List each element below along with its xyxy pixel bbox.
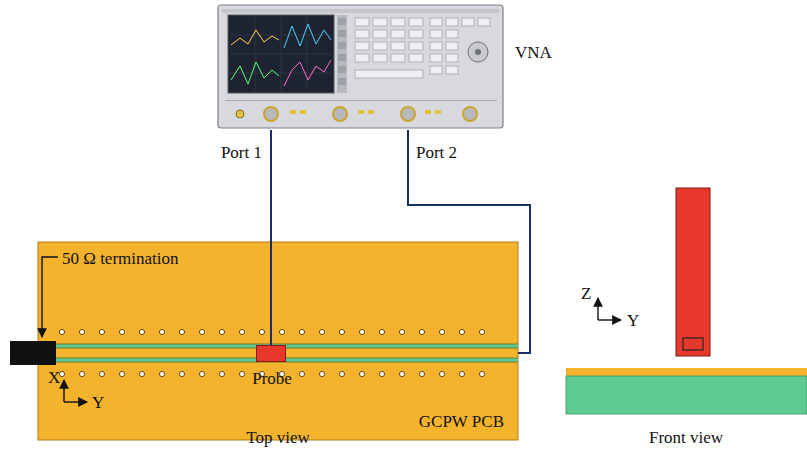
node-label: VNA	[515, 43, 552, 63]
view-caption: Top view	[246, 428, 310, 448]
instrument-vna: VNA	[215, 3, 505, 130]
front-view-illustration	[566, 188, 807, 414]
node-label: Probe	[252, 369, 292, 389]
axis-label: Z	[581, 284, 591, 304]
coax-cable	[408, 130, 530, 353]
gcpw-board-top	[38, 242, 518, 440]
port-label: Port 2	[416, 143, 457, 163]
axis-arrows	[64, 298, 621, 402]
axis-label: Y	[627, 311, 639, 331]
view-caption: Front view	[649, 428, 723, 448]
pcb-board: GCPW PCB Probe	[38, 242, 518, 440]
leader-arrow	[42, 257, 58, 337]
termination-load: 50 Ω termination	[10, 341, 56, 365]
vna-illustration	[218, 5, 503, 128]
node-label: GCPW PCB	[419, 412, 504, 432]
node-label: 50 Ω termination	[62, 249, 179, 269]
axis-label: Y	[92, 393, 104, 413]
coax-cable	[270, 130, 272, 345]
port-label: Port 1	[221, 143, 262, 163]
probe-tip: Probe	[256, 345, 286, 362]
axis-label: X	[48, 368, 60, 388]
